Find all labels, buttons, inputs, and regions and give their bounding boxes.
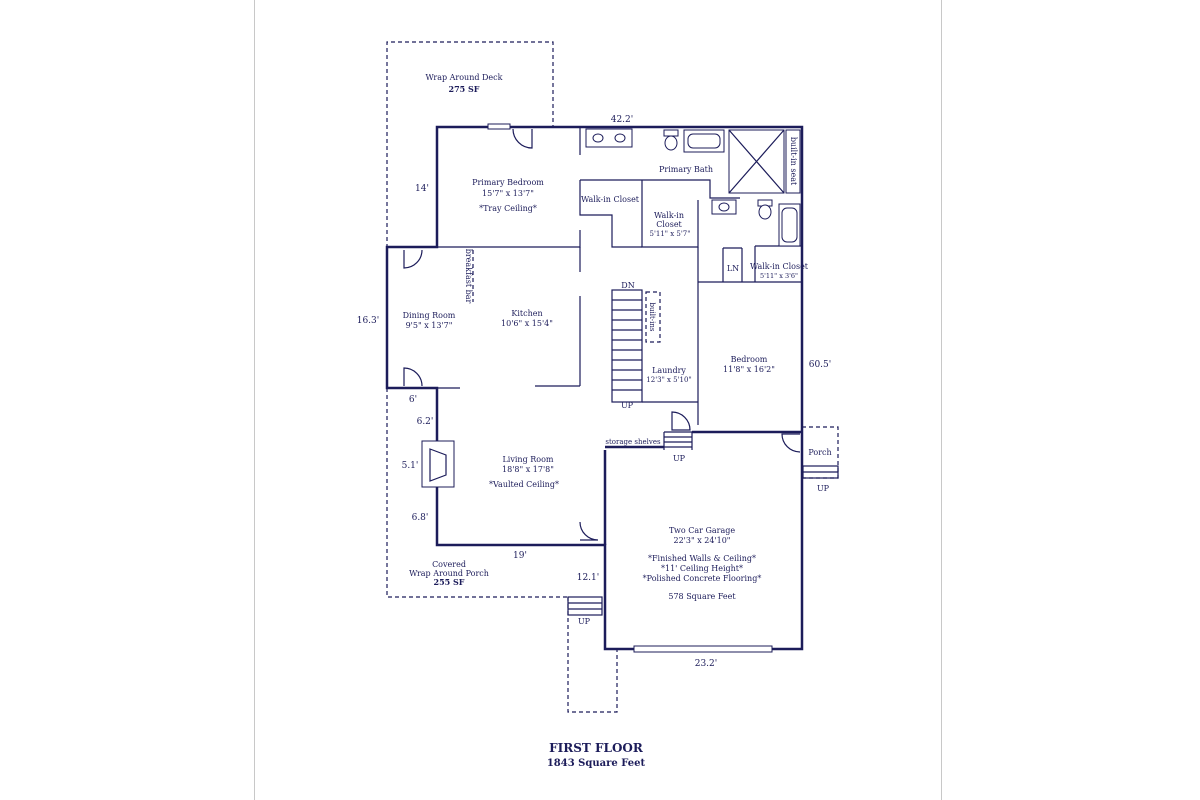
living-label: Living Room xyxy=(502,455,553,464)
stairs-down-label: DN xyxy=(621,281,634,290)
dim-porch-right: 12.1' xyxy=(577,573,600,583)
covered-porch-line1: Covered xyxy=(432,560,466,569)
deck-outline xyxy=(386,41,554,248)
storage-label: storage shelves xyxy=(605,438,661,446)
dim-top: 42.2' xyxy=(611,115,634,125)
front-walkway-outline xyxy=(567,597,618,713)
primary-bath-label: Primary Bath xyxy=(659,165,713,174)
walk-in-closet-2-size: 5'11" x 5'7" xyxy=(650,230,691,238)
interior-walls xyxy=(437,127,802,450)
walk-in-closet-1-label: Walk-in Closet xyxy=(581,195,640,204)
covered-porch-outline xyxy=(386,388,568,598)
small-porch-outline xyxy=(802,426,839,479)
dim-deck-side: 14' xyxy=(415,184,429,194)
kitchen-size: 10'6" x 15'4" xyxy=(501,319,553,328)
garage-label: Two Car Garage xyxy=(669,526,735,535)
front-steps xyxy=(567,596,603,616)
garage-size: 22'3" x 24'10" xyxy=(674,536,731,545)
garage-note-1: *Finished Walls & Ceiling* xyxy=(648,554,756,563)
walk-in-closet-3-label: Walk-in Closet xyxy=(750,262,809,271)
covered-porch-area: 255 SF xyxy=(434,577,465,587)
porch-steps xyxy=(802,465,839,479)
primary-bedroom-size: 15'7" x 13'7" xyxy=(482,189,534,198)
walk-in-closet-3-size: 5'11" x 3'6" xyxy=(760,272,798,280)
stairs-up-label: UP xyxy=(621,401,634,410)
breakfast-bar-label: breakfast bar xyxy=(464,249,473,304)
walk-in-closet-2-line1: Walk-in xyxy=(654,211,684,220)
garage-top-wall xyxy=(603,430,802,545)
dining-size: 9'5" x 13'7" xyxy=(406,321,453,330)
porch-label: Porch xyxy=(808,448,831,457)
walk-in-closet-2-line2: Closet xyxy=(656,220,682,229)
deck-label: Wrap Around Deck xyxy=(426,73,503,82)
garage-area: 578 Square Feet xyxy=(668,592,736,601)
primary-bedroom-label: Primary Bedroom xyxy=(472,178,544,187)
garage-door xyxy=(633,645,773,653)
garage-note-3: *Polished Concrete Flooring* xyxy=(643,574,762,583)
dining-label: Dining Room xyxy=(403,311,456,320)
primary-bedroom-note: *Tray Ceiling* xyxy=(479,204,537,213)
bedroom-label: Bedroom xyxy=(731,355,768,364)
dim-porch-b: 6.2' xyxy=(417,417,434,427)
built-ins-outline xyxy=(645,291,661,343)
dim-porch-d: 6.8' xyxy=(412,513,429,523)
linen-label: LN xyxy=(727,264,739,273)
garage-note-2: *11' Ceiling Height* xyxy=(661,564,743,573)
front-steps-up-label: UP xyxy=(578,617,591,626)
laundry-size: 12'3" x 5'10" xyxy=(646,376,691,384)
dim-left: 16.3' xyxy=(357,316,380,326)
built-ins-label: built-ins xyxy=(648,303,656,332)
porch-up-label: UP xyxy=(817,484,830,493)
covered-porch-line2: Wrap Around Porch xyxy=(409,569,489,578)
dim-porch-bottom: 19' xyxy=(513,551,527,561)
bedroom-size: 11'8" x 16'2" xyxy=(723,365,775,374)
laundry-label: Laundry xyxy=(652,366,686,375)
door-swings xyxy=(403,128,801,541)
bath-fixtures xyxy=(585,128,801,247)
built-in-seat-label: built-in seat xyxy=(789,137,798,186)
dim-porch-a: 6' xyxy=(409,395,417,405)
living-note: *Vaulted Ceiling* xyxy=(489,480,559,489)
living-size: 18'8" x 17'8" xyxy=(502,465,554,474)
dim-garage-bottom: 23.2' xyxy=(695,659,718,669)
plan-title: FIRST FLOOR xyxy=(549,741,644,755)
dim-right: 60.5' xyxy=(809,360,832,370)
deck-area: 275 SF xyxy=(449,84,480,94)
rear-steps xyxy=(664,436,692,448)
staircase xyxy=(611,289,643,403)
rear-steps-up-label: UP xyxy=(673,454,686,463)
exterior-walls xyxy=(385,125,804,651)
plan-subtitle: 1843 Square Feet xyxy=(547,758,646,769)
fireplace xyxy=(421,440,455,488)
kitchen-label: Kitchen xyxy=(511,309,542,318)
deck-slider-window xyxy=(487,123,511,130)
dim-porch-c: 5.1' xyxy=(402,461,419,471)
